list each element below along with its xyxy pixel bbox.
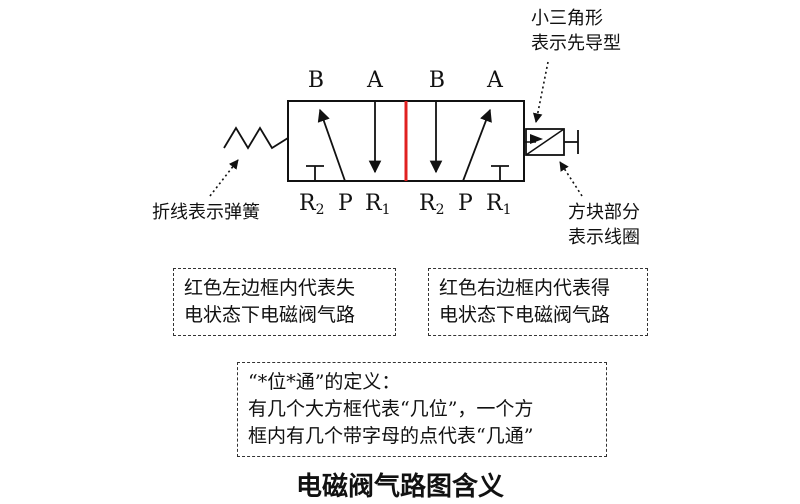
left-note-line-1: 红色左边框内代表失: [184, 277, 356, 299]
pilot-callout-line-1: 小三角形: [531, 8, 603, 29]
port-label-a-left: A: [366, 68, 384, 93]
pilot-triangle: [530, 134, 543, 144]
port-label-r2-left: R2: [299, 191, 325, 218]
pilot-leader-arrow: [532, 61, 549, 123]
port-label-r1-left: R1: [365, 191, 391, 218]
spring-zigzag: [223, 126, 289, 150]
left-flow-p-to-b-arrow: [317, 108, 346, 182]
coil-leader-arrow: [559, 161, 583, 197]
pilot-callout-line-2: 表示先导型: [531, 33, 621, 54]
port-label-p-right: P: [458, 191, 473, 216]
pilot-callout: 小三角形 表示先导型: [531, 6, 621, 56]
coil-callout-line-2: 表示线圈: [568, 227, 640, 248]
valve-right-position-box: [405, 100, 525, 182]
port-label-r2-right: R2: [419, 191, 445, 218]
port-label-b-left: B: [308, 68, 324, 93]
diagram-caption: 电磁阀气路图含义: [295, 472, 504, 502]
right-flow-p-to-a-arrow: [462, 108, 492, 182]
left-position-note: 红色左边框内代表失 电状态下电磁阀气路: [173, 268, 396, 336]
port-label-p-left: P: [338, 191, 353, 216]
solenoid-coil-diagonal: [525, 128, 565, 156]
right-note-line-1: 红色右边框内代表得: [439, 277, 611, 299]
right-position-note: 红色右边框内代表得 电状态下电磁阀气路: [428, 268, 648, 336]
definition-line-3: 框内有几个带字母的点代表“几通”: [248, 425, 534, 447]
coil-callout-line-1: 方块部分: [568, 202, 640, 223]
port-label-b-right: B: [429, 68, 445, 93]
spring-callout-text: 折线表示弹簧: [152, 202, 260, 223]
definition-line-1: “*位*通”的定义：: [248, 371, 401, 393]
left-note-line-2: 电状态下电磁阀气路: [184, 304, 356, 326]
valve-left-position-box: [287, 100, 407, 182]
coil-callout: 方块部分 表示线圈: [568, 200, 640, 250]
spring-callout: 折线表示弹簧: [152, 200, 260, 225]
port-label-r1-right: R1: [486, 191, 512, 218]
definition-note: “*位*通”的定义： 有几个大方框代表“几位”，一个方 框内有几个带字母的点代表…: [237, 362, 607, 457]
definition-line-2: 有几个大方框代表“几位”，一个方: [248, 398, 534, 420]
spring-leader-arrow: [209, 159, 239, 197]
port-label-a-right: A: [486, 68, 504, 93]
right-note-line-2: 电状态下电磁阀气路: [439, 304, 611, 326]
